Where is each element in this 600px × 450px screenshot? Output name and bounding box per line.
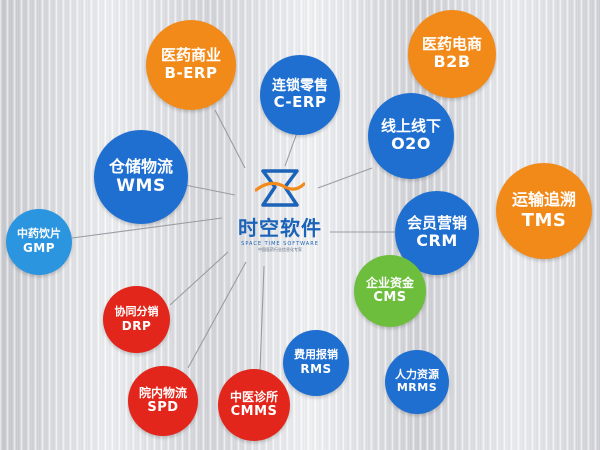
node-code: O2O	[391, 134, 431, 154]
node-label: 医药商业	[160, 46, 221, 65]
node-label: 人力资源	[395, 368, 439, 382]
node-code: WMS	[116, 176, 166, 197]
node-label: 中医诊所	[229, 390, 278, 405]
node-label: 仓储物流	[108, 156, 173, 176]
node-rms[interactable]: 费用报销 RMS	[283, 330, 349, 396]
node-pharma-b-erp[interactable]: 医药商业 B-ERP	[146, 20, 236, 110]
hourglass-logo-icon	[255, 169, 305, 207]
node-label: 连锁零售	[272, 77, 328, 94]
node-label: 中药饮片	[17, 227, 61, 241]
node-tms[interactable]: 运输追溯 TMS	[496, 163, 592, 259]
node-drp[interactable]: 协同分销 DRP	[103, 286, 170, 353]
node-code: C-ERP	[273, 93, 327, 112]
node-code: MRMS	[396, 381, 438, 394]
node-code: SPD	[147, 400, 179, 416]
node-code: RMS	[300, 362, 332, 377]
node-label: 运输追溯	[511, 189, 576, 209]
node-label: 院内物流	[138, 386, 187, 401]
node-code: CMMS	[230, 404, 278, 420]
node-label: 会员营销	[406, 213, 467, 232]
node-code: B2B	[433, 52, 471, 72]
node-o2o[interactable]: 线上线下 O2O	[368, 93, 454, 179]
connector-o2o	[317, 167, 373, 189]
connector-drp	[169, 251, 229, 306]
node-label: 协同分销	[114, 304, 159, 318]
logo-english-name: SPACE TIME SOFTWARE	[241, 241, 319, 247]
node-spd[interactable]: 院内物流 SPD	[128, 366, 198, 436]
connector-spd	[187, 261, 247, 369]
node-label: 企业资金	[365, 276, 414, 291]
connector-wms	[184, 184, 236, 196]
node-cms[interactable]: 企业资金 CMS	[354, 255, 426, 327]
logo-name: 时空软件	[238, 216, 322, 240]
node-code: DRP	[121, 318, 152, 333]
node-code: GMP	[22, 241, 56, 256]
node-code: TMS	[521, 209, 567, 231]
node-code: B-ERP	[164, 64, 218, 82]
company-logo: 时空软件 SPACE TIME SOFTWARE 中国医药行业信息化专家	[222, 168, 338, 268]
node-label: 线上线下	[380, 116, 441, 135]
node-retail-c-erp[interactable]: 连锁零售 C-ERP	[260, 55, 340, 135]
node-label: 费用报销	[294, 348, 338, 362]
node-pharma-b2b[interactable]: 医药电商 B2B	[408, 10, 496, 98]
logo-tagline: 中国医药行业信息化专家	[258, 247, 302, 252]
node-code: CRM	[416, 231, 458, 251]
connector-gmp	[71, 217, 223, 239]
connector-c-erp	[284, 129, 299, 167]
node-mrms[interactable]: 人力资源 MRMS	[385, 350, 449, 414]
node-code: CMS	[373, 290, 407, 306]
connector-cmms	[259, 265, 265, 371]
node-wms[interactable]: 仓储物流 WMS	[94, 130, 188, 224]
node-cmms[interactable]: 中医诊所 CMMS	[218, 369, 290, 441]
node-label: 医药电商	[421, 34, 482, 53]
node-gmp[interactable]: 中药饮片 GMP	[6, 209, 72, 275]
connector-b-erp	[214, 109, 246, 169]
